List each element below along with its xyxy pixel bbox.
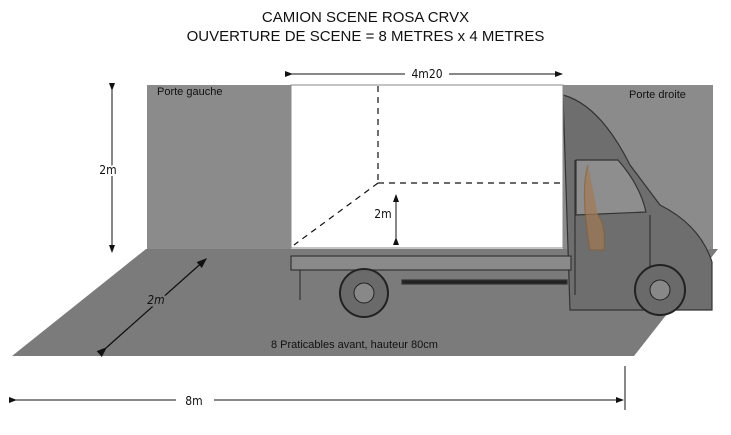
left-door-label: Porte gauche xyxy=(157,86,222,98)
floor-depth-label: 2m xyxy=(147,293,164,307)
diagram-title-line1: CAMION SCENE ROSA CRVX xyxy=(261,9,470,26)
right-door-label: Porte droite xyxy=(629,89,686,101)
rear-wheel xyxy=(339,268,389,318)
left-door-panel xyxy=(147,85,291,249)
box-height-label: 2m xyxy=(374,207,391,221)
box-width-label: 4m20 xyxy=(411,67,442,81)
floor-note-label: 8 Praticables avant, hauteur 80cm xyxy=(271,339,438,351)
front-wheel xyxy=(634,264,686,316)
cargo-box xyxy=(290,84,564,249)
door-height-label: 2m xyxy=(99,163,116,177)
box-perspective-lines xyxy=(293,86,562,246)
truck-chassis xyxy=(290,255,572,300)
floor-depth-arrow xyxy=(96,258,207,357)
diagram-title-line2: OUVERTURE DE SCENE = 8 METRES x 4 METRES xyxy=(186,28,545,45)
total-width-label: 8m xyxy=(185,394,202,408)
truck-cab xyxy=(562,94,713,311)
